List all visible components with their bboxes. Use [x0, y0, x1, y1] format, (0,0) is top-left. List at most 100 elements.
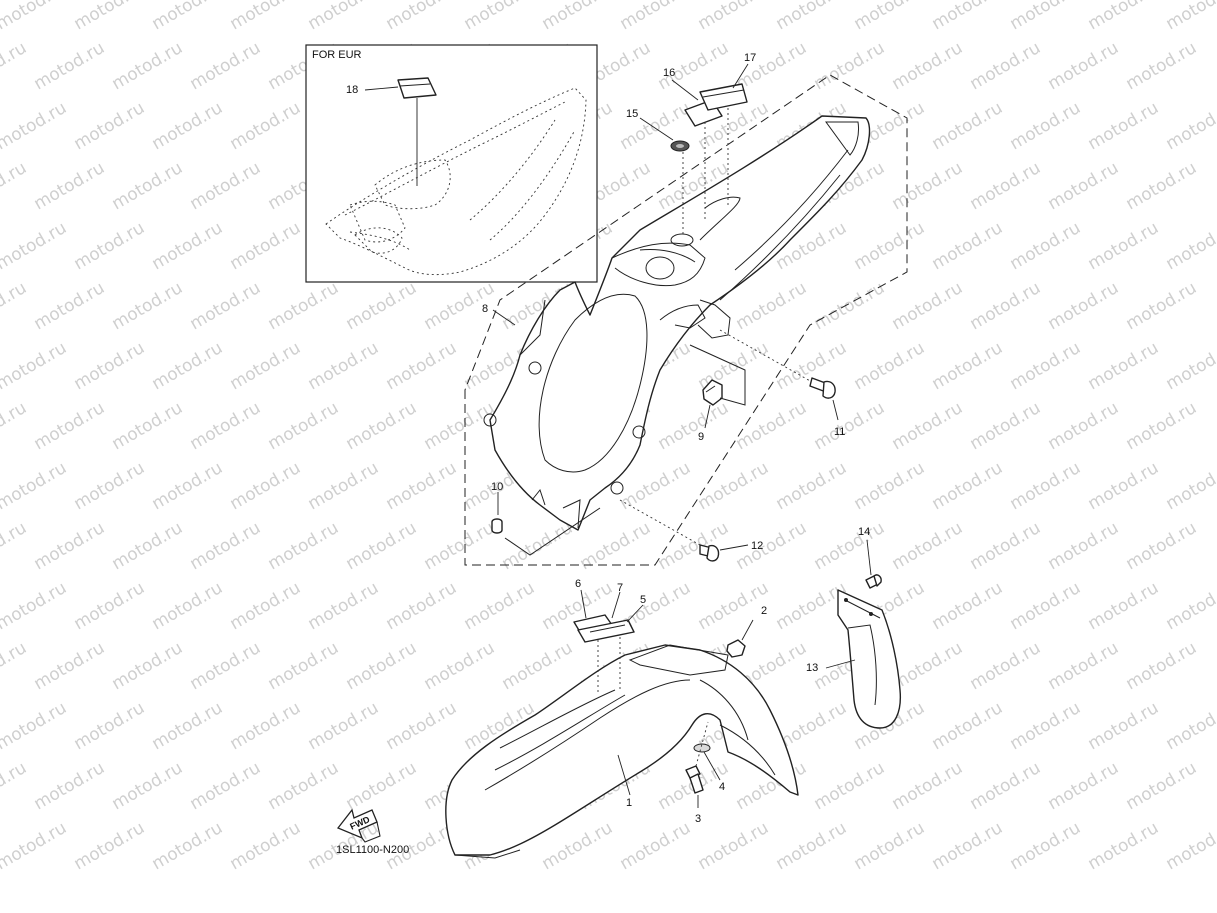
watermark-text: motod.ru [929, 458, 1007, 514]
watermark-text: motod.ru [1085, 698, 1163, 754]
watermark-text: motod.ru [31, 758, 109, 814]
watermark-text: motod.ru [383, 458, 461, 514]
stickers-16-17: 16 17 [663, 52, 756, 222]
watermark-text: motod.ru [0, 278, 30, 334]
watermark-text: motod.ru [265, 758, 343, 814]
watermark-text: motod.ru [31, 638, 109, 694]
watermark-text: motod.ru [1007, 98, 1085, 154]
callout-13: 13 [806, 662, 818, 674]
watermark-text: motod.ru [1163, 578, 1217, 634]
watermark-text: motod.ru [343, 638, 421, 694]
watermark-text: motod.ru [31, 398, 109, 454]
watermark-text: motod.ru [1045, 38, 1123, 94]
callout-2: 2 [761, 605, 767, 617]
watermark-text: motod.ru [0, 398, 30, 454]
watermark-text: motod.ru [0, 698, 70, 754]
drawing-code: 1SL1100-N200 [336, 844, 409, 856]
watermark-text: motod.ru [733, 278, 811, 334]
watermark-text: motod.ru [227, 698, 305, 754]
watermark-text: motod.ru [109, 758, 187, 814]
watermark-text: motod.ru [461, 578, 539, 634]
bolt-3-washer-4: 4 3 [685, 721, 725, 825]
watermark-text: motod.ru [929, 98, 1007, 154]
watermark-text: motod.ru [149, 818, 227, 874]
watermark-text: motod.ru [1007, 338, 1085, 394]
watermark-text: motod.ru [187, 518, 265, 574]
watermark-text: motod.ru [1007, 578, 1085, 634]
watermark-text: motod.ru [343, 518, 421, 574]
watermark-text: motod.ru [31, 278, 109, 334]
watermark-text: motod.ru [851, 218, 929, 274]
watermark-text: motod.ru [851, 458, 929, 514]
watermark-text: motod.ru [383, 0, 461, 34]
watermark-text: motod.ru [1163, 818, 1217, 874]
nut-9: 9 [689, 344, 746, 443]
watermark-text: motod.ru [227, 818, 305, 874]
watermark-text: motod.ru [889, 158, 967, 214]
watermark-text: motod.ru [967, 758, 1045, 814]
watermark-text: motod.ru [109, 158, 187, 214]
watermark-text: motod.ru [499, 518, 577, 574]
bolt-11: 11 [719, 329, 845, 438]
callout-12: 12 [751, 540, 763, 552]
watermark-text: motod.ru [1007, 0, 1085, 34]
watermark-text: motod.ru [1085, 818, 1163, 874]
watermark-text: motod.ru [109, 38, 187, 94]
watermark-text: motod.ru [305, 578, 383, 634]
watermark-text: motod.ru [539, 0, 617, 34]
watermark-text: motod.ru [31, 158, 109, 214]
watermark-text: motod.ru [71, 578, 149, 634]
watermark-text: motod.ru [71, 338, 149, 394]
watermark-text: motod.ru [71, 818, 149, 874]
watermark-text: motod.ru [1045, 158, 1123, 214]
watermark-text: motod.ru [695, 0, 773, 34]
watermark-text: motod.ru [383, 338, 461, 394]
callout-14: 14 [858, 526, 870, 538]
grommet-15: 15 [626, 108, 690, 235]
watermark-text: motod.ru [929, 818, 1007, 874]
watermark-text: motod.ru [265, 638, 343, 694]
callout-11: 11 [834, 426, 845, 438]
watermark-text: motod.ru [1085, 578, 1163, 634]
fwd-arrow: FWD [336, 808, 381, 843]
watermark-text: motod.ru [929, 698, 1007, 754]
watermark-text: motod.ru [1163, 458, 1217, 514]
watermark-text: motod.ru [187, 158, 265, 214]
watermark-text: motod.ru [227, 0, 305, 34]
watermark-text: motod.ru [733, 518, 811, 574]
watermark-text: motod.ru [0, 218, 70, 274]
watermark-text: motod.ru [227, 578, 305, 634]
watermark-text: motod.ru [305, 458, 383, 514]
watermark-text: motod.ru [0, 158, 30, 214]
watermark-text: motod.ru [421, 638, 499, 694]
watermark-text: motod.ru [929, 338, 1007, 394]
watermark-text: motod.ru [227, 218, 305, 274]
nut-2: 2 [726, 605, 767, 658]
watermark-text: motod.ru [31, 518, 109, 574]
watermark-text: motod.ru [109, 638, 187, 694]
watermark-text: motod.ru [0, 758, 30, 814]
watermark-text: motod.ru [149, 458, 227, 514]
watermark-text: motod.ru [655, 398, 733, 454]
watermark-text: motod.ru [421, 398, 499, 454]
watermark-text: motod.ru [71, 98, 149, 154]
watermark-text: motod.ru [1163, 698, 1217, 754]
watermark-text: motod.ru [811, 398, 889, 454]
watermark-text: motod.ru [929, 0, 1007, 34]
watermark-text: motod.ru [1085, 458, 1163, 514]
watermark-text: motod.ru [149, 98, 227, 154]
watermark-text: motod.ru [109, 518, 187, 574]
watermark-text: motod.ru [71, 218, 149, 274]
watermark-text: motod.ru [1163, 0, 1217, 34]
watermark-text: motod.ru [1045, 278, 1123, 334]
watermark-text: motod.ru [187, 38, 265, 94]
watermark-text: motod.ru [967, 158, 1045, 214]
rear-fender: 8 [482, 115, 871, 531]
callout-1: 1 [626, 797, 632, 809]
watermark-text: motod.ru [343, 398, 421, 454]
watermark-text: motod.ru [773, 458, 851, 514]
watermark-text: motod.ru [617, 0, 695, 34]
watermark-text: motod.ru [929, 218, 1007, 274]
fork-guard-13: 13 [806, 589, 902, 729]
watermark-text: motod.ru [1007, 218, 1085, 274]
